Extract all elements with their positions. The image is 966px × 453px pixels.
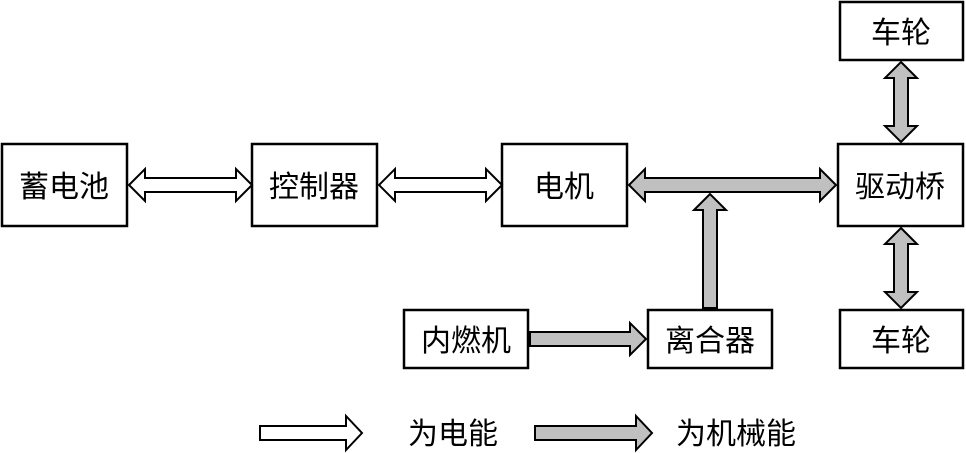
legend-mechanical-label: 为机械能 [676,417,796,452]
arrow-clutch-up [691,192,729,309]
node-wheel-top-label: 车轮 [871,16,931,51]
node-motor-label: 电机 [534,170,594,205]
arrow-battery-controller [127,166,254,204]
node-controller: 控制器 [250,142,379,228]
node-wheel-bottom-label: 车轮 [871,324,931,359]
arrow-drive-axle-wheel-bottom [882,226,920,310]
node-wheel-bottom: 车轮 [838,308,965,370]
node-controller-label: 控制器 [269,170,359,205]
node-drive-axle: 驱动桥 [836,142,965,228]
node-motor: 电机 [500,142,629,228]
legend-electric-arrow [259,413,364,453]
legend-electric-label: 为电能 [408,417,498,452]
node-clutch: 离合器 [646,308,774,370]
arrow-controller-motor [377,166,504,204]
arrow-wheel-top-drive-axle [882,60,920,144]
node-wheel-top: 车轮 [838,0,965,62]
node-battery-label: 蓄电池 [19,170,109,205]
arrow-motor-drive-axle [627,166,838,204]
node-drive-axle-label: 驱动桥 [855,170,945,205]
arrow-engine-clutch [529,320,648,358]
node-battery: 蓄电池 [0,142,129,228]
legend: 为电能 为机械能 [259,413,796,453]
legend-mechanical-arrow [534,413,654,453]
node-engine-label: 内燃机 [421,324,511,359]
node-clutch-label: 离合器 [665,324,755,359]
node-engine: 内燃机 [402,308,530,370]
